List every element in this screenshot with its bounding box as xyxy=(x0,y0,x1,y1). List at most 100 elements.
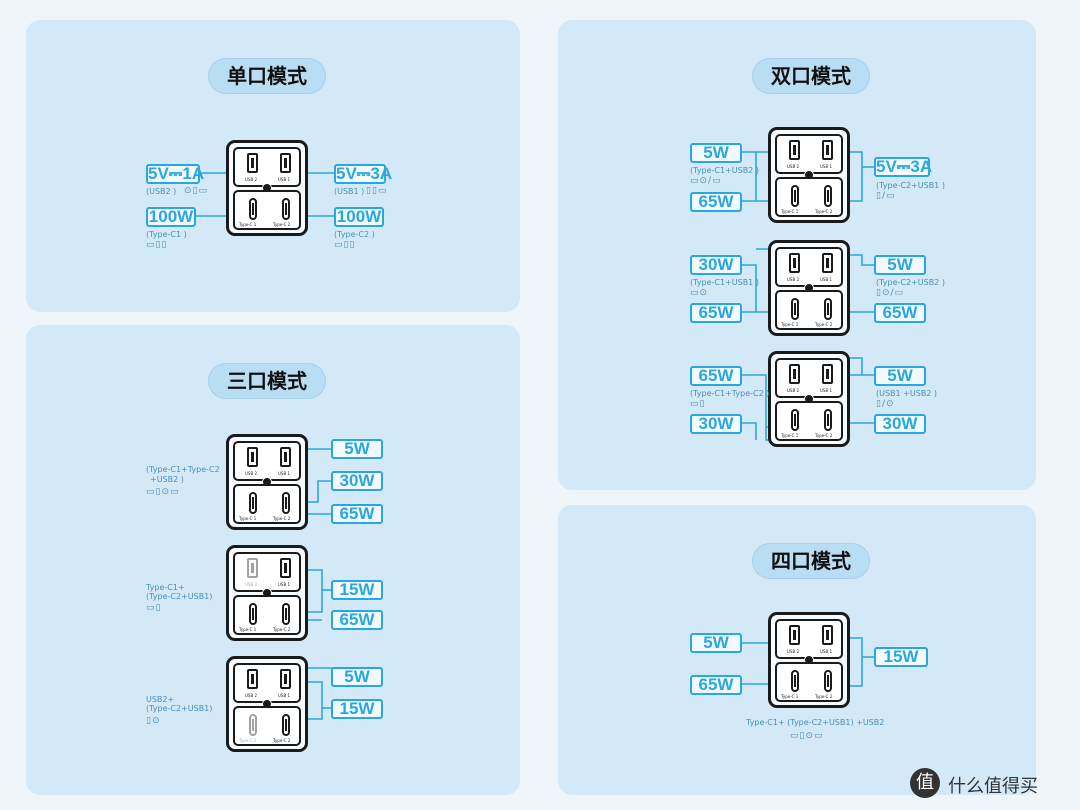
c1-port xyxy=(791,298,799,320)
c1-label: Type-C 1 xyxy=(781,209,799,214)
c1-label: Type-C 1 xyxy=(239,627,257,632)
laptop-icon: ▭▯ xyxy=(146,603,162,613)
t2-note-line2: (Type-C2+USB1) xyxy=(146,592,213,601)
laptop-icon: ▭▯⊙▭ xyxy=(146,487,180,497)
usb2-label: USB 2 xyxy=(787,277,800,282)
laptop-icon: ▭▯ xyxy=(690,399,706,409)
watermark-text: 什么值得买 xyxy=(948,776,1038,797)
d3-value-c1: 65W xyxy=(690,366,742,386)
charger-dual-1: USB 2 USB 1 Type-C 1 Type-C 2 xyxy=(768,127,850,223)
earbuds-icon: ▯/⊙ xyxy=(876,399,895,409)
t1-note-line1: (Type-C1+Type-C2 xyxy=(146,465,220,474)
t3-note-line2: (Type-C2+USB1) xyxy=(146,704,213,713)
c2-label: Type-C 2 xyxy=(273,627,291,632)
usb1-label: USB 1 xyxy=(278,471,291,476)
c1-port xyxy=(791,409,799,431)
c1-label: Type-C 1 xyxy=(239,222,257,227)
usb2-label: USB 2 xyxy=(245,471,258,476)
title-single-mode: 单口模式 xyxy=(208,58,326,94)
usb1-port xyxy=(822,364,833,384)
value-c2: 100W xyxy=(334,207,384,227)
t1-value-usb1: 5W xyxy=(331,439,383,459)
d3-value-usb2: 5W xyxy=(874,366,926,386)
note-c1: (Type-C1 ) xyxy=(146,230,187,239)
t3-value-usb1-c2: 15W xyxy=(331,699,383,719)
c1-label: Type-C 1 xyxy=(781,433,799,438)
value-usb2: 5V⎓1A xyxy=(146,164,205,184)
phone-icon: ▯▯▭ xyxy=(366,186,388,196)
t1-note-line2: +USB2 ) xyxy=(150,475,184,484)
usb2-port xyxy=(247,558,258,578)
d1-value-usb1: 5V⎓3A xyxy=(874,157,933,177)
usb2-port xyxy=(789,253,800,273)
note-c2: (Type-C2 ) xyxy=(334,230,375,239)
c2-port xyxy=(824,409,832,431)
usb1-port xyxy=(280,153,291,173)
typec-row: Type-C 1 Type-C 2 xyxy=(233,595,301,635)
c2-label: Type-C 2 xyxy=(815,209,833,214)
c1-port xyxy=(791,670,799,692)
c2-label: Type-C 2 xyxy=(273,222,291,227)
c2-port xyxy=(282,714,290,736)
usb2-port xyxy=(789,625,800,645)
laptop-icon: ▭▯⊙▭ xyxy=(790,731,824,741)
usb1-label: USB 1 xyxy=(278,582,291,587)
t2-note-line1: Type-C1+ xyxy=(146,583,185,592)
c1-port xyxy=(249,492,257,514)
earbuds-icon: ▯⊙ xyxy=(146,716,161,726)
c1-port xyxy=(791,185,799,207)
earbuds-icon: ▯⊙/▭ xyxy=(876,288,905,298)
t1-value-c1: 65W xyxy=(331,504,383,524)
usb2-port xyxy=(789,364,800,384)
watermark-logo-icon: 值 xyxy=(910,768,940,798)
usb1-port xyxy=(280,669,291,689)
laptop-icon: ▭▯▯ xyxy=(146,240,168,250)
usb2-label: USB 2 xyxy=(245,177,258,182)
usb1-label: USB 1 xyxy=(820,164,833,169)
usb-row: USB 2 USB 1 xyxy=(775,134,843,174)
usb1-port xyxy=(822,140,833,160)
c1-port xyxy=(249,603,257,625)
usb2-port xyxy=(247,669,258,689)
c2-port xyxy=(282,603,290,625)
c2-port xyxy=(824,298,832,320)
note-usb2: (USB2 ) xyxy=(146,187,177,196)
c1-label: Type-C 1 xyxy=(239,516,257,521)
d3-note-right: (USB1 +USB2 ) xyxy=(876,389,938,398)
typec-row: Type-C 1 Type-C 2 xyxy=(233,190,301,230)
value-c1: 100W xyxy=(146,207,196,227)
title-quad-mode: 四口模式 xyxy=(752,543,870,579)
usb2-label: USB 2 xyxy=(787,164,800,169)
usb1-label: USB 1 xyxy=(278,693,291,698)
earbuds-icon: ▭⊙/▭ xyxy=(690,176,722,186)
usb2-label: USB 2 xyxy=(787,388,800,393)
t3-note-line1: USB2+ xyxy=(146,695,175,704)
c1-label: Type-C 1 xyxy=(239,738,257,743)
usb-row: USB 2 USB 1 xyxy=(233,147,301,187)
d1-value-c1: 65W xyxy=(690,192,742,212)
d2-note-right: (Type-C2+USB2 ) xyxy=(876,278,945,287)
c2-port xyxy=(824,185,832,207)
note-usb1: (USB1 ) xyxy=(334,187,365,196)
phone-icon: ▯/▭ xyxy=(876,191,896,201)
t2-value-usb1-c2: 15W xyxy=(331,580,383,600)
usb2-port xyxy=(789,140,800,160)
d2-value-c1: 30W xyxy=(690,255,742,275)
d3-value-usb1: 30W xyxy=(874,414,926,434)
usb1-port xyxy=(822,253,833,273)
usb1-port xyxy=(280,447,291,467)
c1-port xyxy=(249,198,257,220)
usb1-label: USB 1 xyxy=(820,649,833,654)
title-dual-mode: 双口模式 xyxy=(752,58,870,94)
c1-port xyxy=(249,714,257,736)
